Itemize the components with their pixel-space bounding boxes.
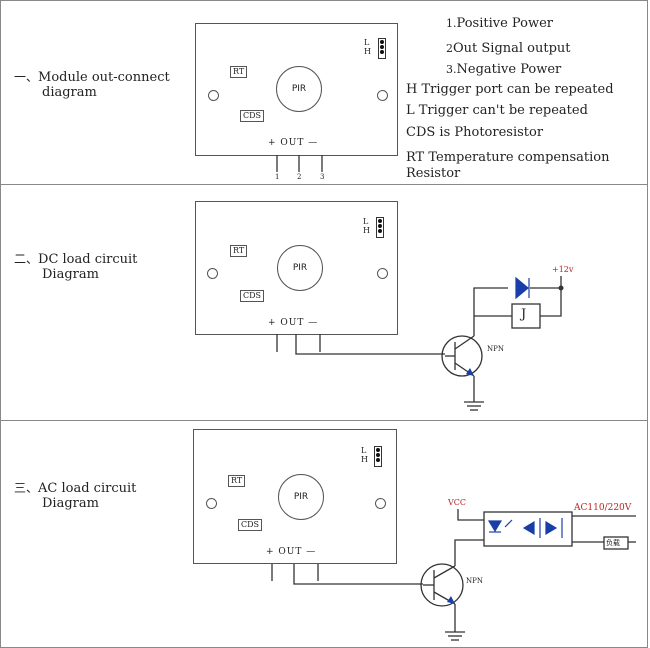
mount-hole-left [206, 498, 217, 509]
section-2-label: 二、DC load circuit Diagram [14, 252, 138, 282]
cds-label: CDS [238, 519, 263, 531]
relay-label: J [521, 307, 527, 322]
legend-item-rt-2: Resistor [406, 166, 461, 181]
section-3-label: 三、AC load circuit Diagram [14, 481, 137, 511]
mount-hole-right [375, 498, 386, 509]
pin-number-2: 2 [297, 173, 302, 181]
legend-item-2: 2Out Signal output [446, 41, 571, 56]
mount-hole-left [207, 268, 218, 279]
cds-label: CDS [240, 110, 265, 122]
legend-item-l: L Trigger can't be repeated [406, 103, 588, 118]
legend-item-cds: CDS is Photoresistor [406, 125, 544, 140]
jumper-icon [374, 446, 382, 467]
dc-supply-label: +12v [552, 265, 574, 274]
rt-label: RT [230, 245, 248, 257]
jumper-icon [378, 38, 386, 59]
pin-number-1: 1 [275, 173, 280, 181]
cds-label: CDS [240, 290, 265, 302]
out-label: + OUT — [268, 318, 319, 328]
mains-label: AC110/220V [574, 503, 632, 513]
pir-sensor: PIR [276, 66, 322, 112]
pin-number-3: 3 [320, 173, 325, 181]
legend-item-1: 1.Positive Power [446, 16, 554, 31]
pir-sensor: PIR [278, 474, 324, 520]
npn-label-dc: NPN [487, 345, 504, 353]
mount-hole-right [377, 90, 388, 101]
legend-item-rt: RT Temperature compensation [406, 150, 610, 165]
mount-hole-right [377, 268, 388, 279]
rt-label: RT [230, 66, 248, 78]
section-1-label: 一、Module out-connect diagram [14, 70, 170, 100]
out-label: + OUT — [266, 547, 317, 557]
pir-sensor: PIR [277, 245, 323, 291]
out-label: + OUT — [268, 138, 319, 148]
jumper-icon [376, 217, 384, 238]
load-label: 负载 [606, 539, 620, 547]
npn-label-ac: NPN [466, 577, 483, 585]
vcc-label: VCC [448, 498, 467, 507]
mount-hole-left [208, 90, 219, 101]
legend-item-h: H Trigger port can be repeated [406, 82, 614, 97]
rt-label: RT [228, 475, 246, 487]
legend-item-3: 3.Negative Power [446, 62, 562, 77]
